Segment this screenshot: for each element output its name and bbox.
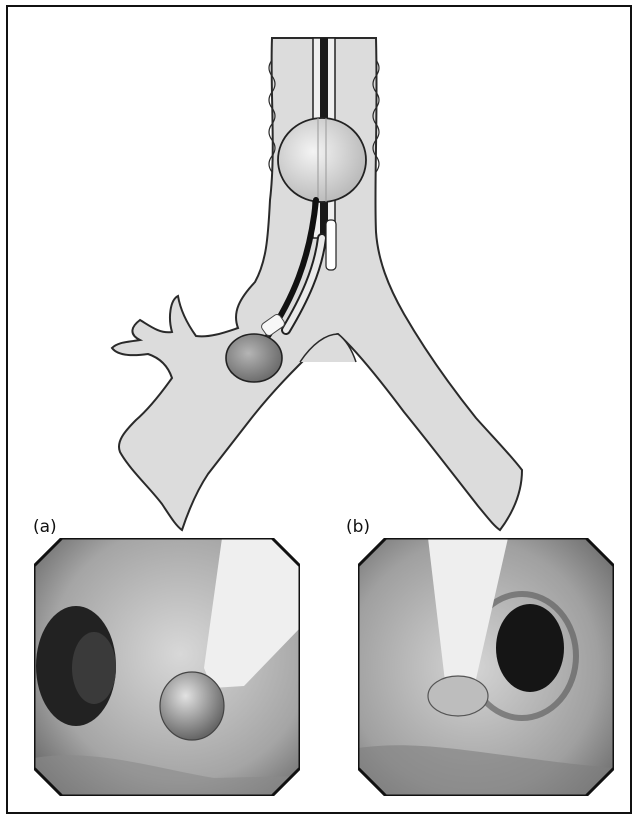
bronchus-lumen-right [496,604,564,692]
deflated-balloon-view [428,676,488,716]
bronchoscopic-view-a [34,538,300,796]
panel-a-label: (a) [33,517,57,537]
panel-b-label: (b) [346,517,370,537]
blocker-balloon-view [160,672,224,740]
blocker-balloon [226,334,282,382]
bronchoscopic-view-b [358,538,614,796]
tracheal-cuff [278,118,366,202]
